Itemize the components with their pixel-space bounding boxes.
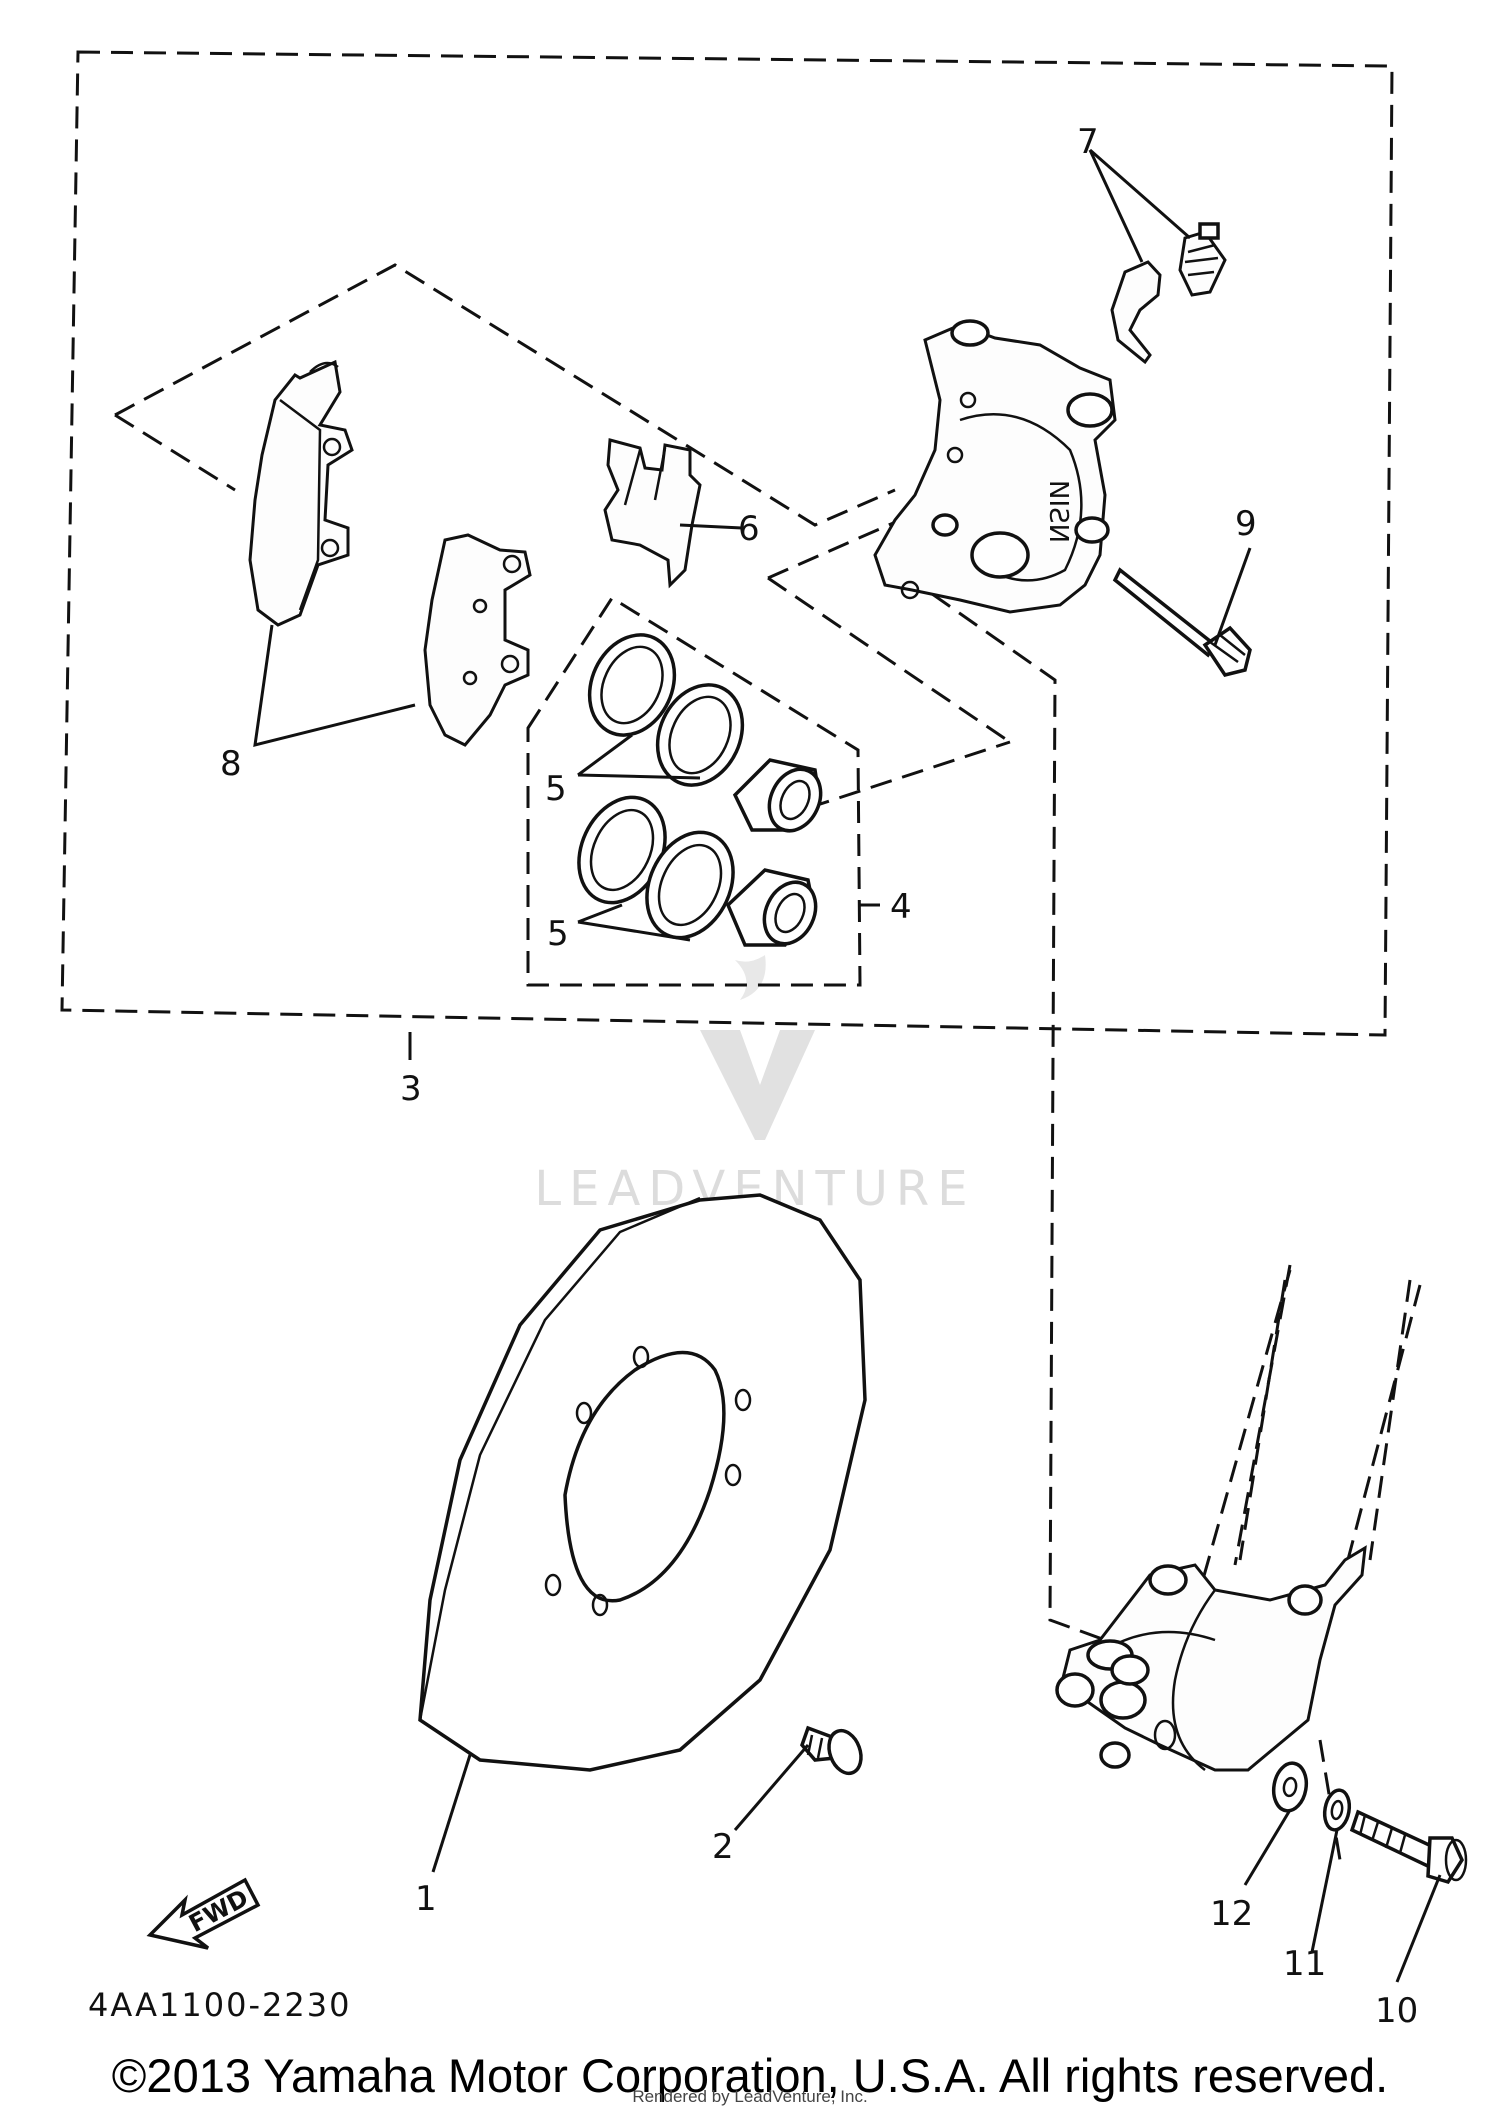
guide-lines	[114, 263, 1412, 1861]
washer	[1271, 1761, 1309, 1813]
callout-3: 3	[400, 1069, 422, 1109]
callout-2: 2	[712, 1827, 734, 1867]
callout-12: 12	[1210, 1894, 1253, 1934]
bleed-screw-cap	[1110, 260, 1162, 365]
callout-9: 9	[1235, 504, 1257, 544]
figure-code: 4AA1100-2230	[88, 1986, 351, 2024]
callout-8: 8	[220, 744, 242, 784]
callout-5b: 5	[547, 914, 569, 954]
forward-arrow-icon: FWD	[146, 1877, 261, 1950]
fwd-label: FWD	[184, 1884, 253, 1938]
callout-11: 11	[1283, 1944, 1326, 1984]
rendered-by-note: Rendered by LeadVenture, Inc.	[632, 2087, 868, 2106]
pad-spring	[603, 438, 702, 589]
caliper-pistons	[725, 758, 823, 947]
leadventure-watermark: LEADVENTURE	[534, 955, 968, 1217]
caliper-mount-bolt	[1349, 1809, 1468, 1885]
leader-lines	[253, 148, 1442, 1983]
piston-seal-kit-boundary	[526, 595, 862, 987]
callout-6: 6	[738, 509, 760, 549]
brake-pad-inner	[423, 533, 532, 747]
callout-5a: 5	[545, 769, 567, 809]
caliper-bolt	[1112, 567, 1252, 677]
callout-7: 7	[1077, 122, 1099, 162]
callout-1: 1	[415, 1879, 437, 1919]
svg-text:NIƧИ: NIƧИ	[1043, 480, 1073, 543]
lock-washer	[1322, 1788, 1352, 1832]
copyright-notice: ©2013 Yamaha Motor Corporation, U.S.A. A…	[111, 2049, 1389, 2102]
bleed-screw	[1178, 222, 1227, 297]
brake-pad-outer	[248, 359, 354, 627]
callout-10: 10	[1375, 1991, 1418, 2031]
caliper-body: NIƧИ	[873, 319, 1117, 614]
piston-seals	[577, 633, 745, 940]
caliper-assembly-boundary	[60, 50, 1394, 1037]
callout-4: 4	[890, 887, 912, 927]
front-fork-leg	[1055, 1269, 1422, 1772]
disc-screw	[800, 1725, 863, 1776]
brake-disc	[418, 1193, 867, 1772]
